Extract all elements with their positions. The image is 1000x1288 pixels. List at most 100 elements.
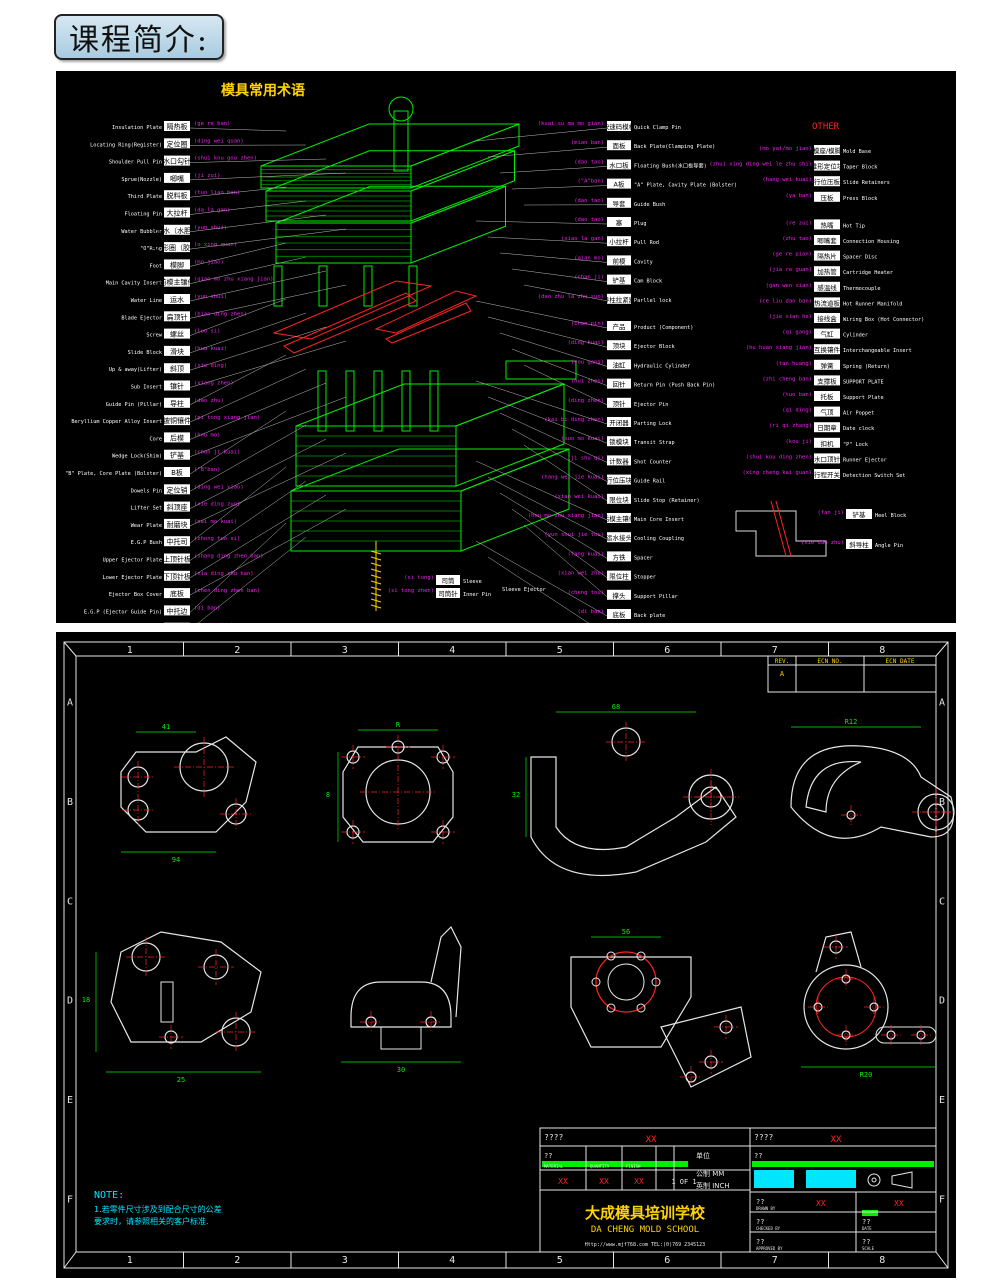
term-english: Guide Rail bbox=[634, 479, 665, 485]
core-insert-shape bbox=[317, 370, 327, 432]
leader-line bbox=[511, 428, 608, 482]
sheet-number: 1 OF 1 bbox=[671, 1178, 696, 1186]
term-chinese-box bbox=[814, 191, 840, 202]
rod-thread bbox=[370, 574, 382, 579]
dimension-label: 25 bbox=[177, 1076, 185, 1084]
term-pinyin: (chan ji kuai) bbox=[194, 450, 240, 456]
term-pinyin: (zhong tuo si) bbox=[194, 536, 240, 542]
term-chinese: 导柱拉紧器 bbox=[603, 295, 636, 304]
row-label-left: C bbox=[67, 896, 73, 907]
part-drawing-2: R8 bbox=[326, 721, 455, 844]
term-chinese-box bbox=[607, 217, 631, 227]
leader-line bbox=[189, 228, 347, 250]
leader-line bbox=[189, 270, 327, 302]
term-chinese: 模脚 bbox=[170, 260, 184, 269]
term-chinese-box bbox=[814, 145, 840, 155]
leader-line bbox=[189, 284, 347, 319]
term-chinese-box bbox=[814, 344, 840, 355]
term-chinese-box bbox=[164, 415, 190, 426]
term-pinyin: (nai mo kuai) bbox=[194, 519, 237, 525]
leader-line bbox=[523, 364, 608, 406]
term-chinese: 前模 bbox=[613, 256, 627, 265]
term-chinese-box bbox=[607, 455, 631, 466]
term-pinyin: (fan ji) bbox=[818, 510, 845, 516]
term-chinese: 定位销 bbox=[167, 485, 188, 494]
term-chinese-box bbox=[814, 437, 840, 448]
term-chinese: 定位圈 bbox=[167, 139, 188, 148]
term-english: Support Plate bbox=[843, 395, 884, 401]
term-english: Cavity bbox=[634, 259, 653, 265]
term-pinyin: (hou mo) bbox=[194, 432, 221, 438]
term-chinese-box bbox=[164, 536, 190, 547]
leader-line bbox=[189, 452, 347, 527]
finish-label: FINISH bbox=[626, 1164, 641, 1169]
term-row-left: Locating Ring(Register)定位圈(ding wei quan… bbox=[90, 138, 307, 149]
note-heading: NOTE: bbox=[94, 1190, 124, 1201]
column-label-top: 4 bbox=[449, 645, 455, 656]
term-chinese-box bbox=[164, 276, 190, 287]
revision-header: ECN NO. bbox=[817, 658, 842, 665]
term-english: Back plate bbox=[634, 613, 665, 619]
term-chinese-box bbox=[164, 397, 190, 408]
term-chinese: 上顶针板 bbox=[163, 555, 191, 564]
term-chinese: 脱料板 bbox=[167, 191, 188, 200]
term-pinyin: (luo si) bbox=[194, 329, 221, 335]
mold-assembly-drawing bbox=[260, 96, 577, 611]
leader-line bbox=[189, 172, 347, 181]
term-chinese-box bbox=[607, 570, 631, 581]
heel-block-detail bbox=[735, 500, 827, 557]
term-chinese: 撑头 bbox=[613, 591, 627, 600]
column-label-bottom: 4 bbox=[449, 1255, 455, 1266]
term-english: Lifter Set bbox=[131, 506, 162, 512]
term-pinyin: (gan wen xian) bbox=[766, 283, 812, 289]
term-english: Core bbox=[150, 436, 163, 442]
column-label-top: 6 bbox=[664, 645, 670, 656]
term-chinese-box bbox=[814, 453, 840, 464]
column-label-top: 2 bbox=[234, 645, 240, 656]
term-chinese-box bbox=[164, 190, 190, 201]
term-english: "A" Plate, Cavity Plate (Bolster) bbox=[634, 183, 737, 189]
term-chinese: 感温线 bbox=[817, 283, 837, 292]
term-english: Spring (Return) bbox=[843, 364, 890, 370]
approved-by-value: ?? bbox=[756, 1238, 764, 1246]
term-chinese: 前模主镶件 bbox=[160, 278, 195, 287]
revision-header: ECN DATE bbox=[886, 658, 915, 665]
header-strip bbox=[542, 1161, 688, 1167]
term-pinyin: (xie dao zhu) bbox=[801, 540, 844, 546]
term-pinyin: (si tong zhen) bbox=[388, 588, 434, 594]
term-chinese-box bbox=[607, 551, 631, 562]
term-chinese: 隔热板 bbox=[167, 122, 188, 131]
term-pinyin: (tan huang) bbox=[776, 361, 812, 367]
term-english: Slide Retainers bbox=[843, 180, 890, 186]
term-english: Press Block bbox=[843, 196, 878, 202]
leader-line bbox=[189, 438, 327, 509]
row-label-right: C bbox=[939, 896, 945, 907]
leader-line bbox=[189, 410, 287, 475]
leader-line bbox=[189, 494, 327, 579]
term-pinyin: (zhui xing ding wei le zhu shi) bbox=[709, 162, 812, 168]
term-chinese-box bbox=[607, 340, 631, 351]
column-label-top: 5 bbox=[557, 645, 563, 656]
unit-inch: 英制 INCH bbox=[696, 1181, 730, 1190]
term-chinese-box bbox=[607, 274, 631, 285]
term-chinese-box bbox=[607, 436, 631, 447]
term-chinese: 开闭器 bbox=[609, 419, 629, 427]
term-chinese: 热嘴 bbox=[821, 220, 835, 229]
drawn-by-label: DRAWN BY bbox=[756, 1206, 776, 1211]
term-chinese-box bbox=[607, 159, 631, 170]
guide-pin-shape bbox=[273, 265, 283, 307]
term-pinyin: (qian mo) bbox=[574, 255, 604, 261]
term-chinese-box bbox=[814, 281, 840, 292]
drawn-by-value: ?? bbox=[756, 1198, 764, 1206]
term-pinyin: (xiang zhen) bbox=[194, 381, 234, 387]
term-chinese: 铍铜镶件 bbox=[163, 416, 191, 425]
term-chinese-box bbox=[164, 553, 190, 564]
term-chinese: 斜顶座 bbox=[167, 503, 188, 512]
term-pinyin: (mo jiao) bbox=[194, 259, 224, 265]
